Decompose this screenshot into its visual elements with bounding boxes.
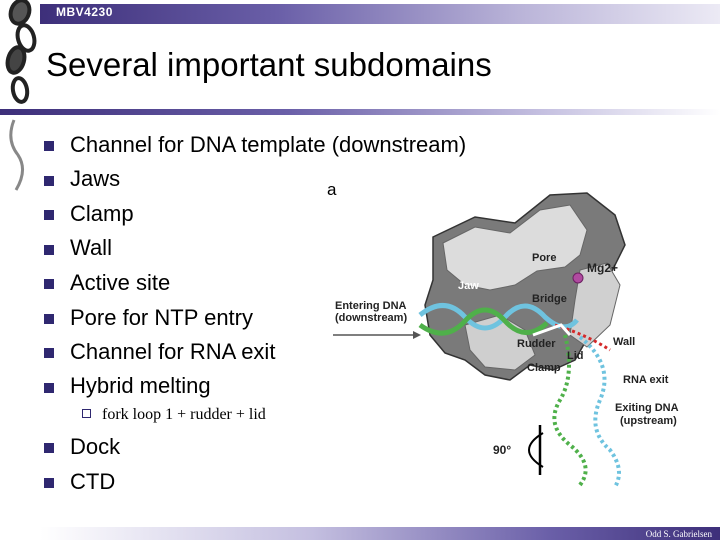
- title-underline: [0, 109, 720, 115]
- sub-bullet-marker: [82, 409, 91, 418]
- label-rna-exit: RNA exit: [623, 374, 669, 386]
- label-bridge: Bridge: [532, 293, 567, 305]
- entering-dna-strand: [418, 307, 549, 336]
- bullet-item: Clamp: [70, 201, 134, 226]
- sub-bullet-item: fork loop 1 + rudder + lid: [102, 406, 266, 423]
- label-rudder: Rudder: [517, 338, 556, 350]
- bullet-marker: [44, 383, 54, 393]
- arrowhead-icon: [413, 331, 421, 339]
- label-clamp: Clamp: [527, 362, 561, 374]
- bullet-item: Channel for RNA exit: [70, 339, 276, 364]
- panel-label: a: [327, 180, 337, 199]
- bullet-marker: [44, 348, 54, 358]
- bullet-item: Jaws: [70, 166, 121, 191]
- label-exiting-1: Exiting DNA: [615, 402, 679, 414]
- header-bar: [40, 4, 720, 24]
- bullet-item: Dock: [70, 434, 121, 459]
- bullet-marker: [44, 176, 54, 186]
- bullet-item: CTD: [70, 469, 116, 494]
- label-rotation: 90°: [493, 443, 511, 457]
- label-wall: Wall: [613, 336, 635, 348]
- slide-title: Several important subdomains: [46, 46, 492, 83]
- bullet-item: Active site: [70, 270, 171, 295]
- rotation-arc-icon: [528, 432, 544, 468]
- bullet-marker: [44, 245, 54, 255]
- decorative-chain-icon: [5, 0, 37, 191]
- bullet-marker: [44, 478, 54, 488]
- label-lid: Lid: [567, 350, 584, 362]
- rna-polymerase-diagram: a Pore Mg2+ Jaw Bridge Entering DNA (dow…: [327, 180, 679, 489]
- bullet-item: Wall: [70, 235, 112, 260]
- author-credit: Odd S. Gabrielsen: [645, 529, 712, 539]
- bullet-marker: [44, 210, 54, 220]
- label-mg: Mg2+: [587, 261, 618, 275]
- label-exiting-2: (upstream): [620, 415, 677, 427]
- bullet-marker: [44, 141, 54, 151]
- label-entering-2: (downstream): [335, 312, 407, 324]
- bullet-item: Pore for NTP entry: [70, 305, 253, 330]
- course-code: MBV4230: [56, 5, 113, 19]
- lid-line: [532, 323, 572, 337]
- protein-upper-shape: [442, 204, 588, 291]
- mg-ion-icon: [572, 272, 584, 284]
- exiting-dna-strand: [578, 335, 621, 489]
- protein-right-shape: [569, 262, 621, 348]
- rna-strand: [554, 323, 611, 352]
- bullet-item: Hybrid melting: [70, 373, 211, 398]
- bullet-item: Channel for DNA template (downstream): [70, 132, 467, 157]
- label-entering-1: Entering DNA: [335, 300, 407, 312]
- footer-bar: [40, 527, 720, 540]
- label-jaw: Jaw: [458, 280, 479, 292]
- bullet-marker: [44, 314, 54, 324]
- label-pore: Pore: [532, 252, 556, 264]
- bullet-marker: [44, 279, 54, 289]
- bullet-marker: [44, 443, 54, 453]
